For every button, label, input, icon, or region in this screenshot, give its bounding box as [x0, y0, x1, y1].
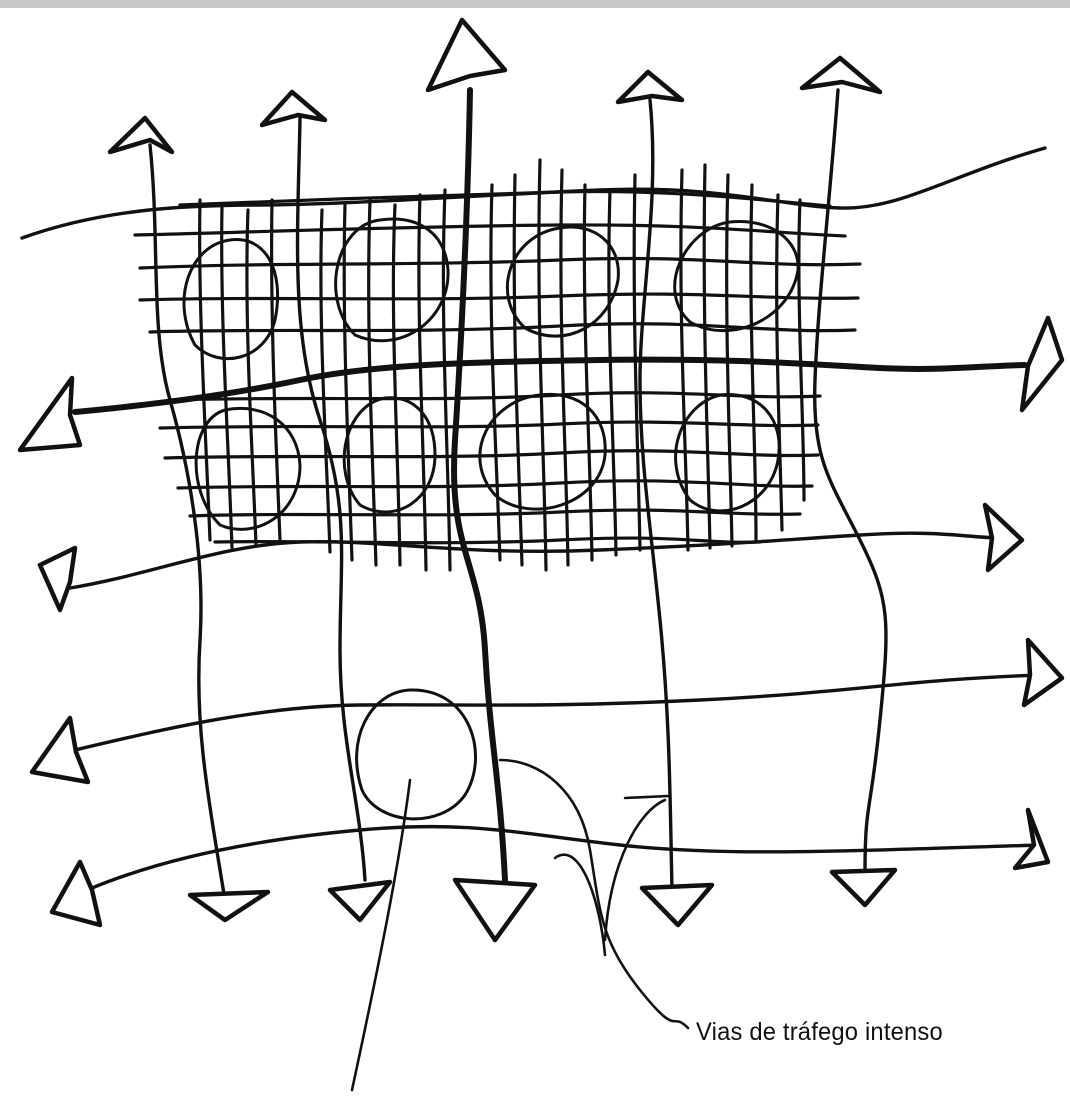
horizontal-roads [22, 148, 1045, 888]
grid-v-line [321, 210, 330, 552]
grid-v-line [247, 210, 256, 545]
arrow-east-1 [1022, 318, 1062, 410]
grid-v-line [491, 185, 500, 560]
road-v-3 [640, 100, 672, 890]
arrow-west-1 [20, 378, 80, 450]
arrow-west-2 [40, 548, 75, 610]
grid-v-line [704, 165, 710, 548]
grid-v-line [584, 185, 592, 560]
grid-v-line [344, 205, 352, 560]
heavy-traffic-label: Vias de tráfego intenso [696, 1018, 943, 1047]
dense-grid-verticals [200, 160, 804, 570]
vertical-roads [150, 90, 886, 900]
grid-v-line [222, 205, 232, 548]
arrow-east-3 [1024, 640, 1062, 705]
arrow-south-main [455, 880, 535, 940]
leader-line [555, 855, 605, 955]
grid-h-line [178, 481, 812, 488]
arrow-west-4 [52, 862, 100, 925]
leader-line [625, 796, 668, 798]
flow-arrows [20, 20, 1062, 940]
arrow-south-4 [832, 870, 895, 905]
grid-h-line [165, 451, 818, 458]
neighbourhood-cell [675, 222, 798, 331]
annotation-leaders [352, 760, 688, 1090]
road-v-1 [150, 145, 225, 900]
arrow-east-2 [985, 505, 1022, 570]
arrow-north-1 [110, 118, 172, 152]
arrow-north-3 [618, 72, 682, 102]
arrow-north-4 [802, 58, 880, 92]
road-h-lower [75, 675, 1040, 750]
arrow-south-1 [190, 892, 268, 920]
grid-v-line [272, 200, 280, 540]
arrow-south-3 [642, 885, 712, 925]
leader-line [605, 800, 665, 940]
arrow-north-2 [262, 92, 325, 125]
arrow-north-main [428, 20, 505, 90]
arrow-east-4 [1015, 810, 1048, 868]
neighbourhood-cell [357, 690, 476, 819]
arrow-south-2 [330, 882, 390, 920]
road-h-arterial [75, 360, 1025, 412]
road-h-bottom [92, 827, 1040, 888]
